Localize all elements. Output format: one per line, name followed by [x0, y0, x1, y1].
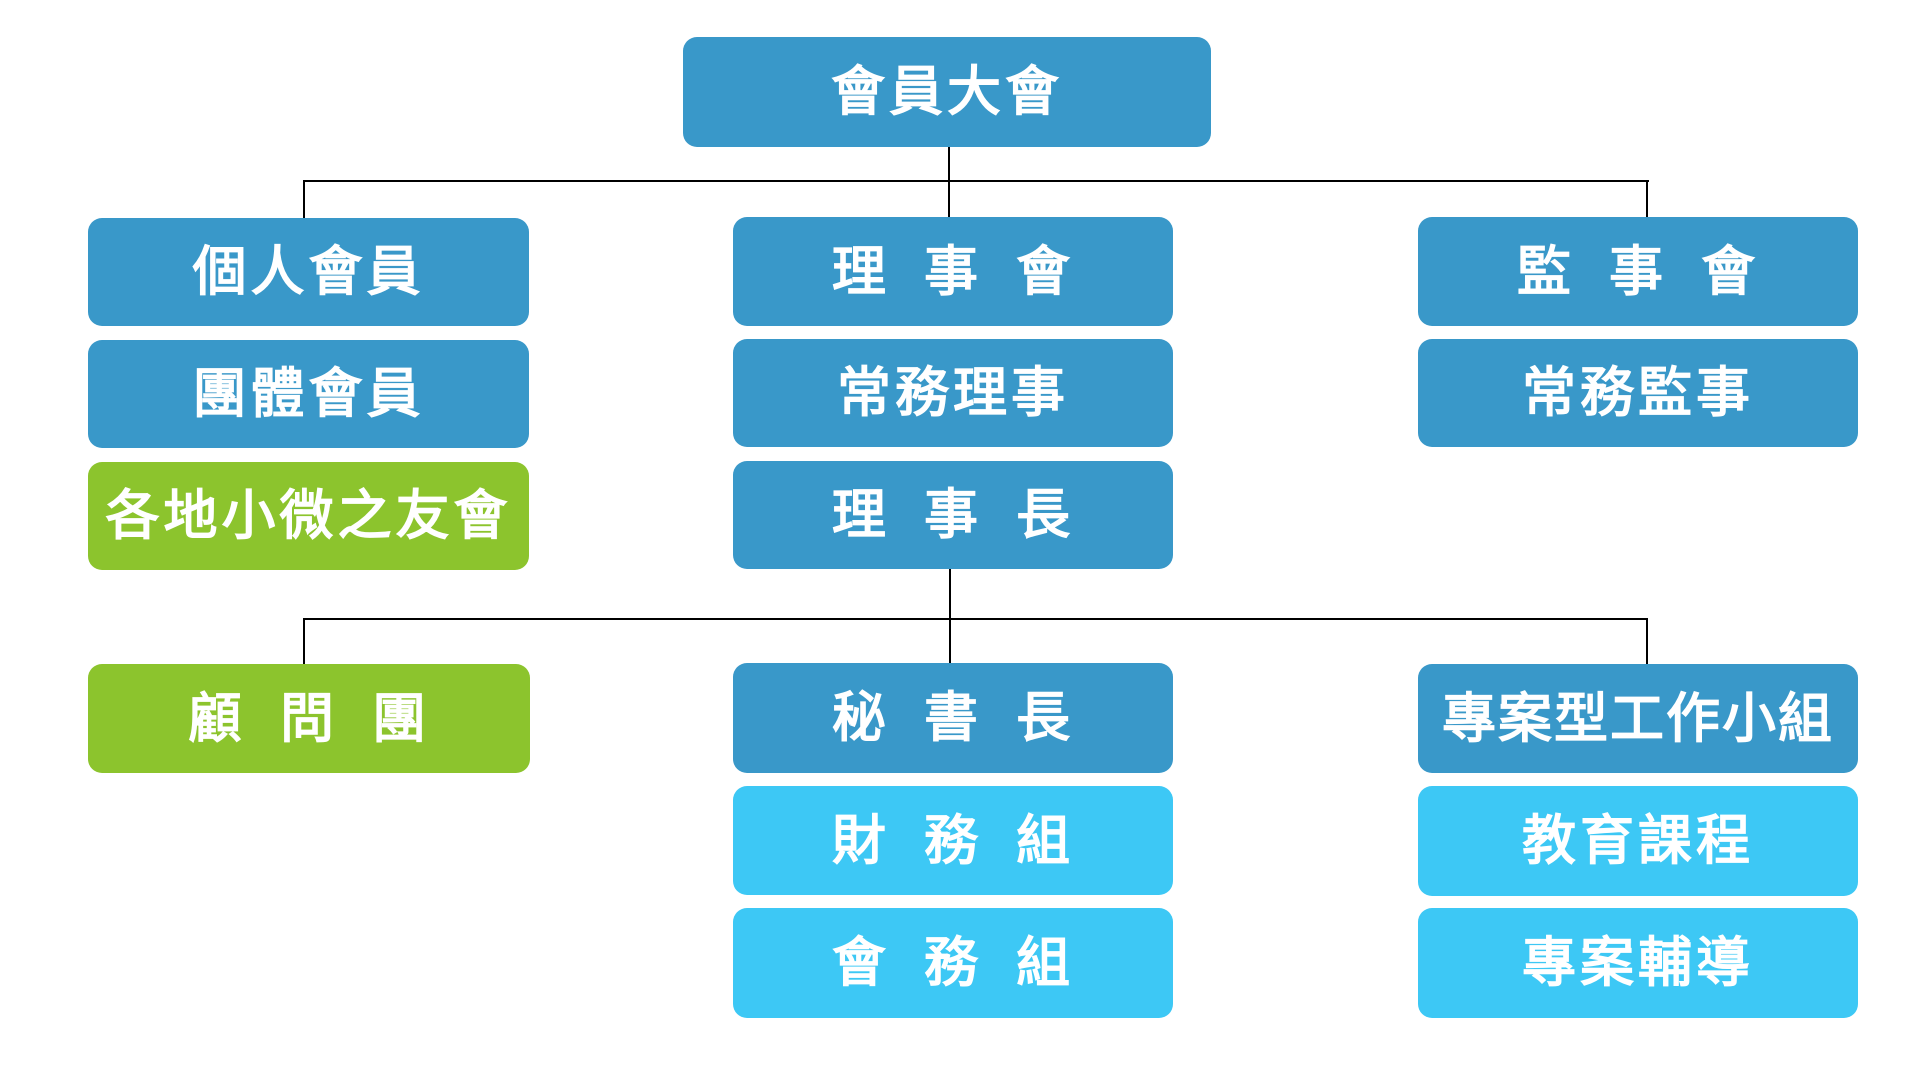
node-local-friends-clubs: 各地小微之友會: [88, 462, 529, 570]
connector-top-left-drop: [303, 180, 305, 218]
node-members-assembly: 會員大會: [683, 37, 1211, 147]
node-board-of-directors: 理 事 會: [733, 217, 1173, 326]
node-project-task-force: 專案型工作小組: [1418, 664, 1858, 773]
node-board-of-supervisors: 監 事 會: [1418, 217, 1858, 326]
node-individual-members: 個人會員: [88, 218, 529, 326]
connector-lower-right-drop: [1646, 618, 1648, 665]
connector-top-right-drop: [1646, 180, 1648, 217]
connector-lower-left-drop: [303, 618, 305, 665]
node-affairs-section: 會 務 組: [733, 908, 1173, 1018]
node-education-courses: 教育課程: [1418, 786, 1858, 896]
node-finance-section: 財 務 組: [733, 786, 1173, 895]
node-chairman: 理 事 長: [733, 461, 1173, 569]
node-advisory-group: 顧 問 團: [88, 664, 530, 773]
connector-top-horizontal: [303, 180, 1649, 182]
node-project-coaching: 專案輔導: [1418, 908, 1858, 1018]
node-executive-supervisors: 常務監事: [1418, 339, 1858, 447]
connector-chairman-vertical: [949, 569, 951, 663]
connector-lower-horizontal: [303, 618, 1648, 620]
connector-top-center-vertical: [948, 147, 950, 217]
node-group-members: 團體會員: [88, 340, 529, 448]
node-secretary-general: 秘 書 長: [733, 663, 1173, 773]
node-executive-directors: 常務理事: [733, 339, 1173, 447]
